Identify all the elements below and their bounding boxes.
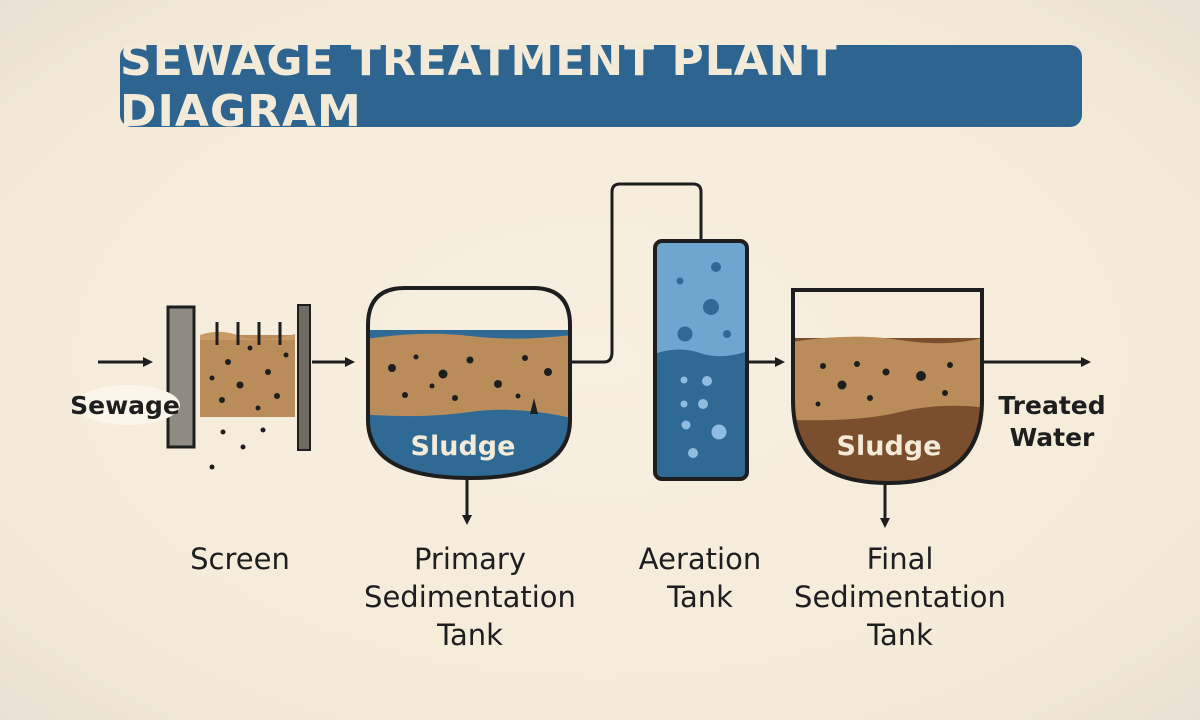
primary-particles bbox=[388, 354, 552, 401]
aeration-caption: Aeration Tank bbox=[600, 540, 800, 616]
primary-tank: Sludge bbox=[366, 286, 572, 525]
primary-caption: Primary Sedimentation Tank bbox=[330, 540, 610, 654]
treated-water-label-line1: Treated bbox=[998, 391, 1105, 420]
screen-caption: Screen bbox=[150, 540, 330, 578]
screen-left-plate bbox=[166, 305, 196, 449]
aeration-lower-water bbox=[657, 349, 745, 477]
screen-sediment-top bbox=[200, 331, 295, 340]
primary-caption-line2: Sedimentation bbox=[364, 580, 576, 614]
final-caption: Final Sedimentation Tank bbox=[760, 540, 1040, 654]
aeration-caption-line2: Tank bbox=[667, 580, 733, 614]
aeration-tank bbox=[653, 239, 749, 481]
aeration-caption-line1: Aeration bbox=[638, 542, 762, 576]
final-tank-outline bbox=[791, 288, 984, 486]
overflow-pipe bbox=[571, 182, 703, 364]
screen-particles bbox=[209, 345, 289, 470]
screen-caption-line: Screen bbox=[190, 542, 290, 576]
treated-water-label-line2: Water bbox=[1010, 423, 1095, 452]
final-sediment bbox=[793, 336, 982, 421]
primary-tank-outline bbox=[366, 286, 572, 481]
screen-unit bbox=[166, 304, 311, 470]
screen-right-plate bbox=[297, 304, 311, 451]
sewage-label-bg bbox=[76, 385, 180, 425]
primary-spike bbox=[530, 398, 538, 414]
primary-sludge-label: Sludge bbox=[411, 431, 516, 462]
primary-caption-line3: Tank bbox=[437, 618, 503, 652]
final-caption-line3: Tank bbox=[867, 618, 933, 652]
aeration-lower-bubbles bbox=[680, 376, 727, 458]
final-caption-line1: Final bbox=[866, 542, 934, 576]
primary-caption-line1: Primary bbox=[413, 542, 527, 576]
primary-sediment bbox=[368, 333, 570, 420]
aeration-upper-bubbles bbox=[676, 262, 731, 342]
final-caption-line2: Sedimentation bbox=[794, 580, 1006, 614]
screen-sediment bbox=[200, 335, 295, 417]
aeration-tank-outline bbox=[653, 239, 749, 481]
sewage-label: Sewage bbox=[70, 391, 180, 420]
title-banner: SEWAGE TREATMENT PLANT DIAGRAM bbox=[120, 35, 1082, 137]
final-sludge-label: Sludge bbox=[837, 431, 942, 462]
page-title: SEWAGE TREATMENT PLANT DIAGRAM bbox=[120, 35, 838, 137]
screen-bars bbox=[215, 322, 282, 345]
final-particles bbox=[815, 361, 953, 407]
final-tank: Sludge bbox=[791, 288, 984, 528]
